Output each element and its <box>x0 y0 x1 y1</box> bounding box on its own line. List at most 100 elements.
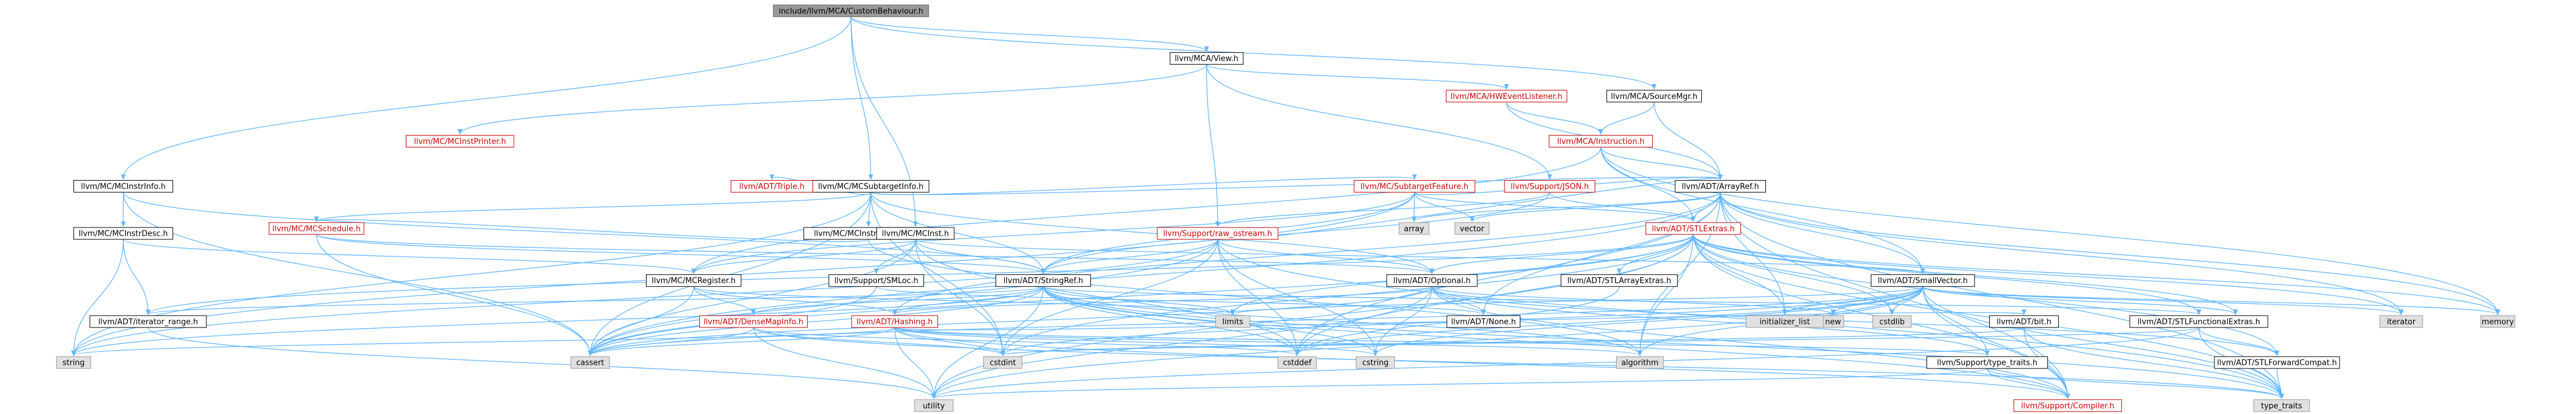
node-view[interactable]: llvm/MCA/View.h <box>1169 52 1244 65</box>
edge-stringref-to-algorithm <box>1042 286 1640 355</box>
edge-raw_ostream-to-optional <box>1217 239 1432 274</box>
edge-stringref-to-compiler <box>1042 286 2068 399</box>
edge-stringref-to-utility <box>934 286 1044 399</box>
node-box <box>828 274 924 287</box>
edge-arrayref-to-array <box>1414 191 1721 222</box>
node-label: iterator <box>2387 317 2416 326</box>
node-box <box>73 227 174 240</box>
node-mcsubtargetinfo[interactable]: llvm/MC/MCSubtargetInfo.h <box>812 180 930 193</box>
node-stringref[interactable]: llvm/ADT/StringRef.h <box>996 274 1092 287</box>
node-mcinst[interactable]: llvm/MC/MCInst.h <box>876 227 955 240</box>
node-mcinstrinfo[interactable]: llvm/MC/MCInstrInfo.h <box>73 180 174 193</box>
node-hashing[interactable]: llvm/ADT/Hashing.h <box>851 315 939 328</box>
node-label: initializer_list <box>1759 317 1810 326</box>
edge-stringref-to-cstring <box>1042 286 1375 355</box>
node-type_traits: type_traits <box>2253 399 2310 412</box>
edge-smallvector-to-type_traits_support <box>1922 286 1988 355</box>
node-arrayref[interactable]: llvm/ADT/ArrayRef.h <box>1675 180 1767 193</box>
edge-smallvector-to-limits <box>1233 286 1924 314</box>
node-label: llvm/Support/type_traits.h <box>1937 359 2038 368</box>
edge-optional-to-type_traits_support <box>1431 286 1987 355</box>
node-label: llvm/MCA/View.h <box>1175 54 1239 63</box>
node-stlarrayextras[interactable]: llvm/ADT/STLArrayExtras.h <box>1560 274 1678 287</box>
node-adtbit[interactable]: llvm/ADT/bit.h <box>1989 315 2059 328</box>
edge-stringref-to-hashing <box>895 286 1044 314</box>
edge-mcsubtargetinfo-to-mcschedule <box>316 191 872 222</box>
node-raw_ostream[interactable]: llvm/Support/raw_ostream.h <box>1157 227 1279 240</box>
edge-smallvector-to-functional <box>1922 286 2236 314</box>
node-compiler[interactable]: llvm/Support/Compiler.h <box>2013 399 2122 412</box>
node-box <box>1454 222 1490 235</box>
edge-type_traits_support-to-utility <box>934 368 1988 399</box>
node-stlforwardcompat[interactable]: llvm/ADT/STLForwardCompat.h <box>2214 356 2340 369</box>
edge-stringref-to-string <box>73 286 1044 355</box>
edge-stlfunctional-to-utility <box>934 327 2200 399</box>
node-smallvector[interactable]: llvm/ADT/SmallVector.h <box>1870 274 1975 287</box>
edge-mcinst-to-smallvector <box>915 239 1923 274</box>
edge-mcinstrit-to-algorithm <box>868 239 1640 355</box>
node-box <box>876 227 955 240</box>
node-root[interactable]: include/llvm/MCA/CustomBehaviour.h <box>773 4 929 17</box>
node-sourcemgr[interactable]: llvm/MCA/SourceMgr.h <box>1606 89 1702 102</box>
node-label: llvm/MCA/HWEventListener.h <box>1451 92 1563 101</box>
edge-densemapinfo-to-utility <box>753 327 933 399</box>
node-iterator: iterator <box>2379 315 2423 328</box>
node-label: llvm/ADT/iterator_range.h <box>98 317 198 326</box>
node-cstring: cstring <box>1355 356 1396 369</box>
node-json[interactable]: llvm/Support/JSON.h <box>1504 180 1596 193</box>
node-box <box>914 399 953 412</box>
node-hwevent[interactable]: llvm/MCA/HWEventListener.h <box>1445 89 1567 102</box>
edge-mcschedule-to-cassert <box>316 234 590 355</box>
node-triple[interactable]: llvm/ADT/Triple.h <box>730 180 814 193</box>
node-box <box>1215 315 1250 328</box>
node-box <box>983 356 1023 369</box>
edge-mcschedule-to-optional <box>316 234 1432 274</box>
node-box <box>996 274 1092 287</box>
node-label: llvm/MC/MCInstPrinter.h <box>414 137 506 146</box>
edge-stlextras-to-utility <box>934 234 1694 399</box>
node-mcregister[interactable]: llvm/MC/MCRegister.h <box>646 274 742 287</box>
node-box <box>851 315 939 328</box>
node-optional[interactable]: llvm/ADT/Optional.h <box>1386 274 1478 287</box>
node-box <box>2253 399 2310 412</box>
node-string: string <box>56 356 91 369</box>
edge-arrayref-to-vector <box>1472 192 1721 222</box>
edge-stringref-to-limits <box>1042 286 1233 314</box>
node-label: string <box>63 359 85 368</box>
node-none[interactable]: llvm/ADT/None.h <box>1447 315 1521 328</box>
edge-mcschedule-to-stringref <box>316 234 1043 274</box>
edge-root-to-sourcemgr <box>850 17 1654 89</box>
edge-mcsubtargetinfo-to-stringref <box>870 192 1043 274</box>
node-stlextras[interactable]: llvm/ADT/STLExtras.h <box>1645 222 1741 235</box>
node-label: llvm/ADT/STLFunctionalExtras.h <box>2137 317 2260 326</box>
node-label: llvm/MC/MCSchedule.h <box>273 224 361 233</box>
node-mcinstprinter[interactable]: llvm/MC/MCInstPrinter.h <box>405 134 514 147</box>
edge-mcinst-to-smloc <box>876 239 916 274</box>
node-instruction[interactable]: llvm/MCA/Instruction.h <box>1548 134 1653 147</box>
node-type_traits_support[interactable]: llvm/Support/type_traits.h <box>1927 356 2048 369</box>
edge-optional-to-utility <box>934 286 1433 399</box>
node-mcschedule[interactable]: llvm/MC/MCSchedule.h <box>268 222 364 235</box>
node-label: llvm/ADT/STLForwardCompat.h <box>2217 359 2337 368</box>
node-subtargetfeature[interactable]: llvm/MC/SubtargetFeature.h <box>1353 180 1476 193</box>
node-stlfunctional[interactable]: llvm/ADT/STLFunctionalExtras.h <box>2129 315 2268 328</box>
node-smloc[interactable]: llvm/Support/SMLoc.h <box>828 274 924 287</box>
node-box <box>1560 274 1678 287</box>
edge-hashing-to-cstring <box>894 327 1375 355</box>
node-label: llvm/Support/raw_ostream.h <box>1163 230 1272 239</box>
node-densemapinfo[interactable]: llvm/ADT/DenseMapInfo.h <box>699 315 808 328</box>
node-label: include/llvm/MCA/CustomBehaviour.h <box>779 7 923 16</box>
node-label: llvm/MC/MCInstrDesc.h <box>79 230 168 239</box>
edge-raw_ostream-to-stringref <box>1044 239 1218 274</box>
node-label: llvm/ADT/STLArrayExtras.h <box>1567 277 1671 285</box>
edge-hwevent-to-instruction <box>1506 102 1601 134</box>
node-mcinstrdesc[interactable]: llvm/MC/MCInstrDesc.h <box>73 227 174 240</box>
edge-arrayref-to-none <box>1483 192 1721 314</box>
node-memory: memory <box>2480 315 2516 328</box>
edge-mcsubtargetinfo-to-cassert <box>590 192 872 356</box>
node-label: vector <box>1460 224 1484 233</box>
node-iterator_range[interactable]: llvm/ADT/iterator_range.h <box>89 315 207 328</box>
node-label: llvm/ADT/StringRef.h <box>1003 277 1083 285</box>
node-label: llvm/MC/MCRegister.h <box>652 277 736 285</box>
